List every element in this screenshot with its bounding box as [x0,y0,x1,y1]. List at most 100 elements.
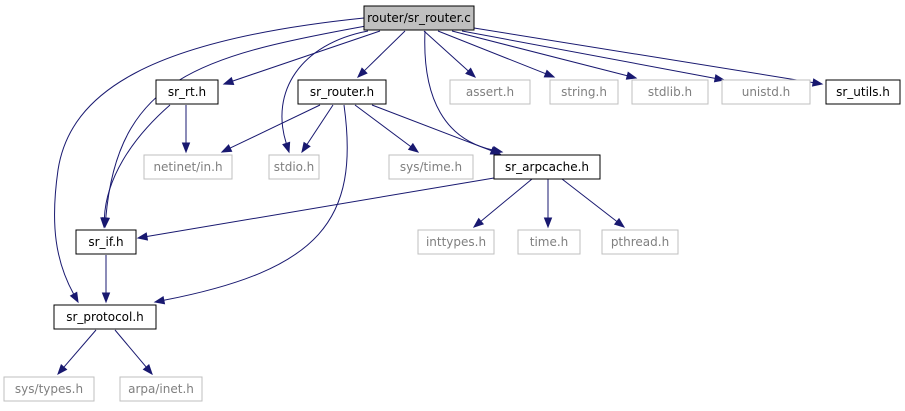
node-sr_protocol_h[interactable]: sr_protocol.h [53,304,157,330]
node-box-sr_rt_h [155,79,219,105]
node-time_h: time.h [517,229,581,255]
node-string_h: string.h [549,79,619,105]
node-box-sr_utils_h [825,79,901,105]
node-sys_time_h: sys/time.h [388,154,474,180]
edge-sr_router_c-to-stdio_h [281,30,369,144]
node-stdlib_h: stdlib.h [631,79,709,105]
node-sr_utils_h[interactable]: sr_utils.h [825,79,901,105]
edges-layer [54,17,824,376]
node-label-unistd_h: unistd.h [742,85,791,99]
node-box-sr_arpcache_h [493,154,601,180]
node-label-inttypes_h: inttypes.h [426,235,486,249]
node-box-string_h [549,79,619,105]
node-label-sr_utils_h: sr_utils.h [836,85,890,99]
arrowhead-sr_arpcache_h-to-time_h [543,217,553,229]
arrowhead-sr_protocol_h-to-arpa_inet_h [142,364,153,376]
edge-sr_router_h-to-sr_arpcache_h [371,104,492,152]
edge-sr_arpcache_h-to-pthread_h [561,178,618,222]
arrowhead-sr_router_h-to-sr_arpcache_h [489,146,502,155]
node-sr_rt_h[interactable]: sr_rt.h [155,79,219,105]
node-inttypes_h: inttypes.h [417,229,495,255]
arrowhead-sr_router_h-to-stdio_h [301,141,311,154]
node-box-arpa_inet_h [119,376,203,402]
node-box-sys_types_h [3,376,95,402]
node-netinet_in_h: netinet/in.h [143,154,233,180]
node-box-time_h [517,229,581,255]
edge-sr_router_c-to-sr_rt_h [232,30,381,82]
arrowhead-sr_router_c-to-assert_h [465,67,477,78]
node-label-pthread_h: pthread.h [611,235,669,249]
arrowhead-sr_arpcache_h-to-pthread_h [613,217,626,228]
node-label-time_h: time.h [530,235,569,249]
node-sr_router_c[interactable]: router/sr_router.c [363,5,475,31]
edge-sr_arpcache_h-to-sr_if_h [146,177,495,237]
node-box-stdio_h [268,154,320,180]
edge-sr_router_h-to-sr_protocol_h [163,104,348,301]
arrowhead-sr_router_h-to-netinet_in_h [220,144,233,153]
node-box-stdlib_h [631,79,709,105]
arrowhead-sr_router_h-to-sr_protocol_h [153,296,166,305]
node-label-string_h: string.h [561,85,607,99]
node-assert_h: assert.h [449,79,531,105]
edge-sr_arpcache_h-to-inttypes_h [480,178,533,222]
node-unistd_h: unistd.h [721,79,811,105]
node-box-sr_router_h [297,79,387,105]
node-label-stdio_h: stdio.h [274,160,314,174]
node-sr_if_h[interactable]: sr_if.h [75,229,137,255]
edge-sr_router_c-to-sr_router_h [364,30,406,72]
edge-sr_router_h-to-stdio_h [306,104,334,145]
node-label-sr_protocol_h: sr_protocol.h [66,310,144,324]
arrowhead-sr_rt_h-to-sr_if_h [100,217,109,229]
node-pthread_h: pthread.h [601,229,679,255]
node-sr_arpcache_h[interactable]: sr_arpcache.h [493,154,601,180]
node-arpa_inet_h: arpa/inet.h [119,376,203,402]
edge-sr_router_c-to-assert_h [423,30,469,72]
node-label-stdlib_h: stdlib.h [648,85,692,99]
edge-sr_protocol_h-to-arpa_inet_h [114,329,147,368]
node-label-sys_time_h: sys/time.h [400,160,462,174]
arrowhead-sr_if_h-to-sr_protocol_h [101,292,111,304]
arrowhead-sr_protocol_h-to-sys_types_h [57,364,68,376]
edge-sr_router_c-to-unistd_h [461,30,716,79]
node-box-unistd_h [721,79,811,105]
node-label-assert_h: assert.h [466,85,514,99]
arrowhead-sr_router_c-to-sr_rt_h [222,76,235,85]
arrowhead-sr_router_c-to-string_h [543,69,556,78]
node-box-sys_time_h [388,154,474,180]
arrowhead-sr_arpcache_h-to-inttypes_h [472,217,485,228]
node-box-pthread_h [601,229,679,255]
node-label-sys_types_h: sys/types.h [15,382,83,396]
node-label-sr_arpcache_h: sr_arpcache.h [505,160,589,174]
node-box-assert_h [449,79,531,105]
node-label-netinet_in_h: netinet/in.h [153,160,222,174]
arrowhead-sr_router_c-to-stdlib_h [625,71,638,80]
arrowhead-sr_router_c-to-stdio_h [282,141,291,154]
arrowhead-sr_arpcache_h-to-sr_if_h [136,232,149,241]
node-label-sr_rt_h: sr_rt.h [168,85,206,99]
node-label-sr_router_c: router/sr_router.c [367,11,471,25]
edge-sr_rt_h-to-sr_if_h [103,104,171,219]
node-stdio_h: stdio.h [268,154,320,180]
node-box-inttypes_h [417,229,495,255]
nodes-layer: router/sr_router.c sr_rt.h sr_router.h asse… [3,5,901,402]
edge-sr_router_c-to-stdlib_h [451,30,628,77]
node-box-netinet_in_h [143,154,233,180]
arrowhead-sr_router_c-to-sr_utils_h [811,78,824,87]
arrowhead-sr_rt_h-to-netinet_in_h [181,142,191,154]
edge-sr_router_c-to-sr_protocol_h [54,17,365,295]
edge-sr_router_h-to-netinet_in_h [229,104,321,149]
node-box-sr_if_h [75,229,137,255]
edge-sr_router_c-to-sr_utils_h [473,27,814,84]
node-label-sr_if_h: sr_if.h [88,235,123,249]
node-label-arpa_inet_h: arpa/inet.h [128,382,194,396]
arrowhead-sr_router_h-to-sys_time_h [407,142,420,153]
node-box-sr_router_c [363,5,475,31]
node-box-sr_protocol_h [53,304,157,330]
edge-sr_router_c-to-string_h [437,30,546,75]
node-sys_types_h: sys/types.h [3,376,95,402]
node-sr_router_h[interactable]: sr_router.h [297,79,387,105]
edge-sr_protocol_h-to-sys_types_h [63,329,97,368]
arrowhead-sr_router_c-to-sr_protocol_h [69,291,79,304]
edge-sr_router_c-to-sr_if_h [105,25,367,219]
